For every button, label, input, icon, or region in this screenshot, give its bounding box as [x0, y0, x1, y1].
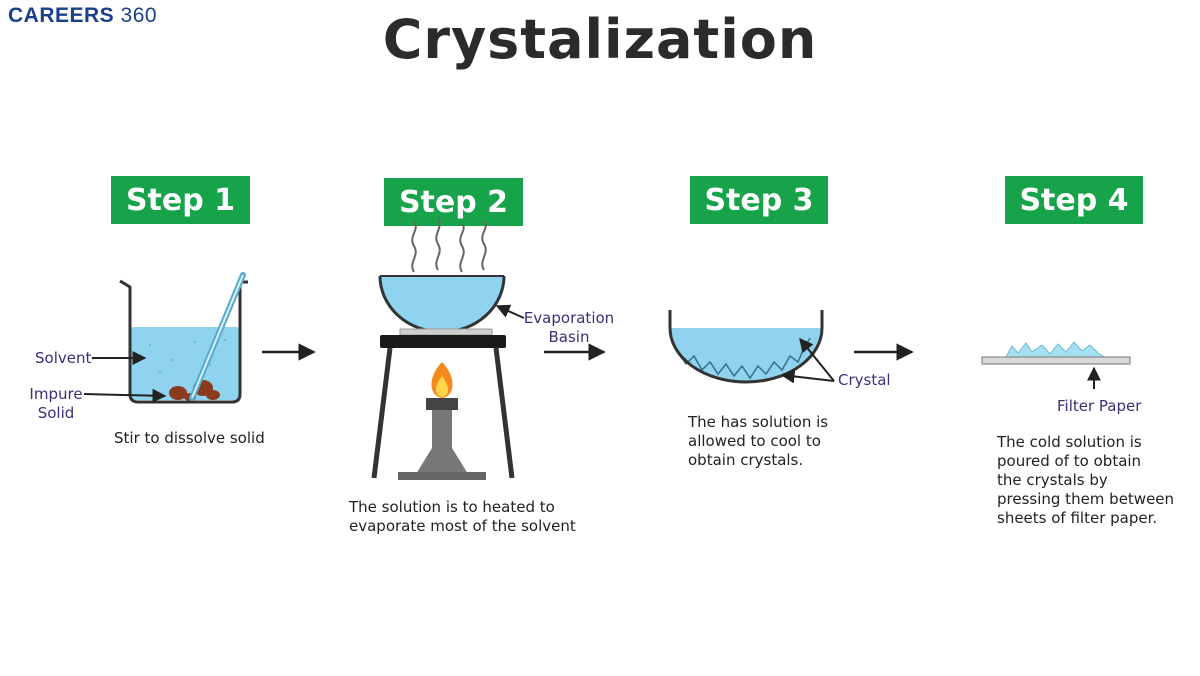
step-4-caption-line-5: sheets of filter paper.	[997, 509, 1158, 527]
page-title: Crystalization	[382, 8, 818, 71]
evaporation-basin-label-line-1: Evaporation	[523, 309, 615, 327]
tripod-top	[380, 335, 506, 348]
filtered-crystals	[1005, 341, 1106, 358]
step-4-badge: Step 4	[1005, 176, 1143, 224]
cooling-basin	[668, 310, 824, 384]
step-4-caption-line-1: The cold solution is	[997, 433, 1142, 451]
steam	[411, 217, 487, 273]
step-1-badge: Step 1	[111, 176, 250, 224]
filter-paper	[981, 356, 1131, 365]
evaporation-basin-label-line-2: Basin	[548, 328, 590, 346]
crystals	[677, 337, 811, 380]
step-4-caption-line-3: the crystals by	[997, 471, 1108, 489]
crystal-pointer-1	[780, 369, 835, 384]
logo-number: 360	[120, 4, 158, 27]
evaporation-basin-label: Evaporation Basin	[522, 309, 616, 347]
basin-pointer	[495, 304, 525, 319]
logo-brand: CAREERS	[8, 4, 115, 27]
bunsen-burner	[398, 398, 486, 480]
step-2-caption-line-2: evaporate most of the solvent	[349, 517, 576, 535]
water-dots	[149, 339, 226, 373]
careers360-logo: CAREERS 360	[8, 4, 157, 28]
impure-solid-pointer	[83, 388, 167, 403]
step-3-caption-line-2: allowed to cool to	[688, 432, 821, 450]
beaker	[119, 272, 248, 404]
step-2-caption: The solution is to heated to evaporate m…	[349, 498, 576, 536]
flame	[431, 362, 453, 398]
step-3-caption-line-1: The has solution is	[688, 413, 829, 431]
step-2-caption-line-1: The solution is to heated to	[349, 498, 555, 516]
step-4-caption: The cold solution is poured of to obtain…	[997, 433, 1174, 528]
stirring-rod-highlight	[191, 274, 244, 399]
step-1-caption: Stir to dissolve solid	[114, 429, 265, 448]
wire-gauze	[399, 328, 493, 336]
step-3-caption-line-3: obtain crystals.	[688, 451, 804, 469]
tripod-leg-left	[371, 347, 393, 479]
impure-solid-label-line-1: Impure	[29, 385, 83, 403]
cooling-solution	[670, 328, 822, 382]
impure-solid-label-line-2: Solid	[37, 404, 75, 422]
step-3-caption: The has solution is allowed to cool to o…	[688, 413, 828, 470]
tripod-leg-right	[493, 347, 515, 479]
filter-paper-label: Filter Paper	[1057, 397, 1142, 415]
impure-solid-label: Impure Solid	[28, 385, 84, 423]
step-1-caption-line-1: Stir to dissolve solid	[114, 429, 265, 447]
solvent-label: Solvent	[35, 349, 92, 367]
crystal-label: Crystal	[838, 371, 891, 389]
basin-solution	[380, 276, 504, 332]
step-3-badge: Step 3	[690, 176, 828, 224]
step-4-caption-line-4: pressing them between	[997, 490, 1175, 508]
step-2-badge: Step 2	[384, 178, 523, 226]
beaker-outline	[119, 279, 248, 404]
step-4-caption-line-2: poured of to obtain	[997, 452, 1142, 470]
crystal-pointer-2	[799, 337, 835, 382]
